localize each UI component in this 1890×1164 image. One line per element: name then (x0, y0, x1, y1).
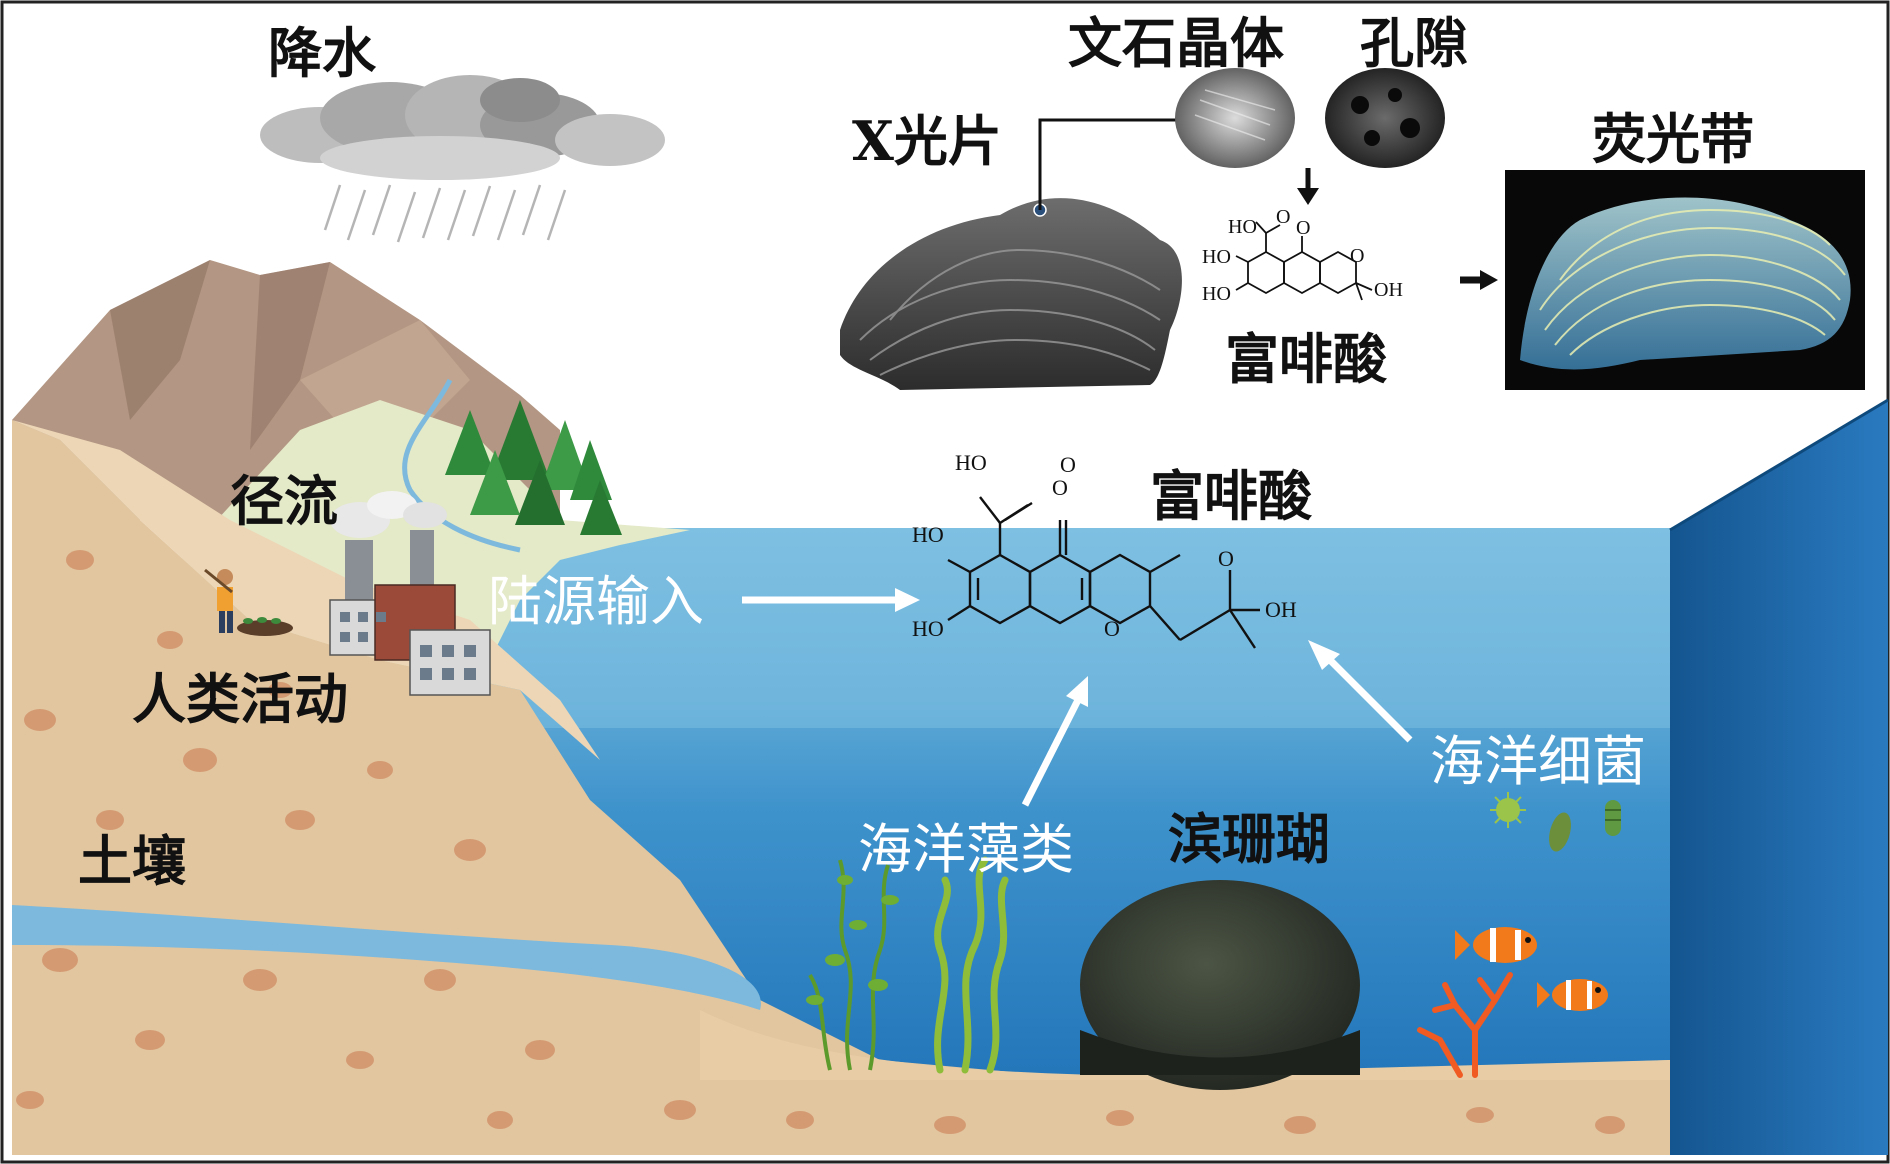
xray-connector (1038, 118, 1180, 210)
fulvic-acid-structure-small (1235, 221, 1373, 301)
underground-river (12, 905, 761, 1010)
chem-ho-small-2: HO (1202, 246, 1231, 268)
chem-ho-large-1: HO (955, 450, 987, 475)
seaweed-1-leaves (806, 875, 899, 1005)
label-marine-bacteria: 海洋细菌 (1430, 730, 1646, 793)
label-pores: 孔隙 (1360, 11, 1468, 75)
arrow-terrestrial (742, 588, 920, 612)
seaweed-1 (808, 859, 890, 1071)
chem-ho-large-3: HO (912, 616, 944, 641)
label-aragonite-crystal: 文石晶体 (1068, 11, 1284, 75)
rain (323, 184, 567, 243)
mountain-stream (402, 378, 521, 553)
right-arrow (1460, 270, 1498, 290)
label-coral: 滨珊瑚 (1168, 807, 1330, 871)
tree-cluster (445, 400, 622, 535)
down-arrow (1297, 168, 1319, 205)
pores-sem-image (1325, 68, 1445, 168)
label-human-activity: 人类活动 (132, 667, 348, 731)
label-terrestrial-input: 陆源输入 (488, 570, 704, 633)
chem-o-large-4: O (1218, 546, 1234, 571)
aragonite-sem-image (1175, 68, 1295, 168)
chem-oh-small: OH (1374, 279, 1403, 301)
mountain-highlight (300, 320, 470, 470)
label-soil: 土壤 (78, 829, 186, 893)
xray-coral-slab (840, 198, 1182, 390)
arrow-bacteria (1308, 640, 1413, 743)
chem-o-small-2: O (1296, 217, 1310, 239)
xray-bands (859, 248, 1161, 376)
clownfish-2 (1537, 979, 1608, 1011)
chem-ho-small-1: HO (1228, 216, 1257, 238)
fulvic-acid-atoms-small: HO O O HO HO O OH (1202, 206, 1403, 305)
clownfish-1 (1455, 927, 1537, 963)
coral-boulder (1080, 880, 1360, 1090)
mountain-shadow-2 (250, 262, 330, 450)
sea-surface-band (430, 528, 1740, 728)
cloud (260, 75, 665, 180)
label-fulvic-acid-top: 富啡酸 (1225, 327, 1388, 391)
label-marine-algae: 海洋藻类 (858, 818, 1074, 881)
fluorescence-bands (1539, 208, 1846, 356)
label-fluorescent-band: 荧光带 (1592, 107, 1754, 171)
soil (12, 420, 1670, 1155)
chem-o-large-2: O (1052, 475, 1068, 500)
label-xray: X光片 (852, 109, 1002, 173)
sea-edge (1669, 398, 1889, 532)
fulvic-acid-structure-large (947, 496, 1260, 649)
label-fulvic-acid-main: 富啡酸 (1150, 464, 1313, 528)
label-precipitation: 降水 (268, 21, 377, 85)
coral-base (1080, 1030, 1360, 1075)
sea-side-face (1670, 400, 1888, 1155)
factory (329, 491, 491, 696)
orange-coral (1417, 972, 1513, 1078)
chem-ho-large-2: HO (912, 522, 944, 547)
arrow-algae (1021, 676, 1088, 807)
farmer (204, 568, 293, 636)
label-runoff: 径流 (230, 469, 338, 533)
chem-o-small-1: O (1276, 206, 1290, 228)
seabed (700, 1010, 1670, 1080)
mountain-shadow-1 (110, 260, 210, 420)
chem-o-large-1: O (1060, 452, 1076, 477)
chem-ho-small-3: HO (1202, 283, 1231, 305)
chem-oh-large: OH (1265, 597, 1297, 622)
bacteria-icons (1490, 792, 1621, 852)
fulvic-acid-atoms-large: HO O O HO HO O O OH (912, 450, 1297, 641)
chem-o-large-3: O (1104, 616, 1120, 641)
seaweed-2 (934, 856, 1009, 1074)
chem-o-small-3: O (1350, 245, 1364, 267)
